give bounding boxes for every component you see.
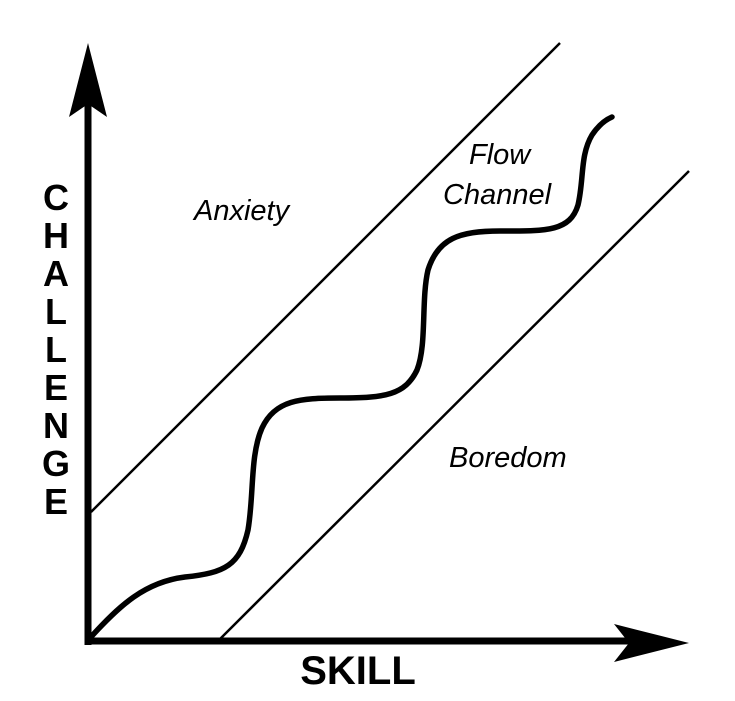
boredom-label: Boredom (449, 442, 567, 474)
x-axis-arrowhead-icon (614, 624, 689, 662)
y-axis-arrowhead-icon (69, 43, 107, 117)
flow-path-curve (87, 114, 615, 641)
flow-label-line2: Channel (443, 179, 552, 211)
y-axis-letter: N (43, 405, 69, 446)
y-axis-letter: L (45, 291, 67, 332)
y-axis-letter: E (43, 367, 68, 408)
boredom-boundary-line (218, 170, 690, 641)
y-axis-letter: E (43, 481, 68, 522)
y-axis-letter: G (41, 443, 70, 484)
y-axis-letter: A (43, 253, 69, 294)
x-axis-label: SKILL (300, 649, 416, 693)
flow-label-line1: Flow (469, 139, 531, 171)
anxiety-boundary-line (90, 42, 561, 513)
anxiety-label: Anxiety (194, 195, 290, 227)
y-axis-letter: L (45, 329, 67, 370)
y-axis-letter: C (43, 177, 69, 218)
y-axis-letter: H (43, 215, 69, 256)
